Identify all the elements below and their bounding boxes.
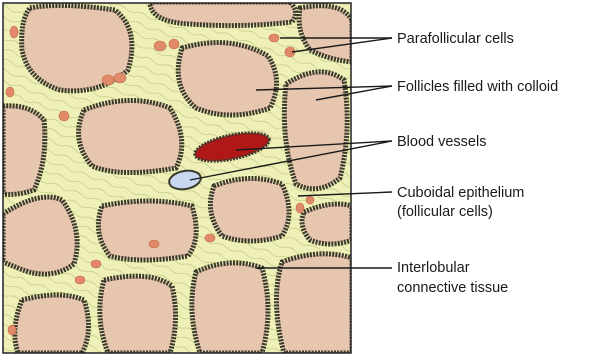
parafollicular-cell bbox=[8, 325, 16, 335]
parafollicular-cell bbox=[75, 276, 85, 284]
parafollicular-cell bbox=[154, 41, 166, 51]
parafollicular-cell bbox=[114, 73, 126, 83]
labels: Parafollicular cells Follicles filled wi… bbox=[397, 31, 558, 296]
follicle bbox=[100, 276, 176, 353]
label-interlobular: Interlobular bbox=[397, 260, 470, 276]
parafollicular-cell bbox=[102, 75, 114, 85]
parafollicular-cell bbox=[169, 39, 179, 49]
follicle bbox=[192, 263, 268, 353]
follicle bbox=[210, 178, 289, 241]
label-follicles: Follicles filled with colloid bbox=[397, 79, 558, 95]
parafollicular-cell bbox=[91, 260, 101, 268]
follicle bbox=[98, 201, 196, 260]
label-connective-tissue: connective tissue bbox=[397, 280, 508, 296]
parafollicular-cell bbox=[269, 34, 279, 42]
follicle bbox=[178, 43, 276, 115]
follicle bbox=[276, 254, 352, 353]
label-cuboidal-epithelium: Cuboidal epithelium bbox=[397, 185, 524, 201]
parafollicular-cell bbox=[306, 196, 314, 204]
parafollicular-cell bbox=[59, 111, 69, 121]
follicle bbox=[150, 2, 296, 26]
parafollicular-cell bbox=[149, 240, 159, 248]
label-parafollicular-cells: Parafollicular cells bbox=[397, 31, 514, 47]
parafollicular-cell bbox=[10, 26, 18, 38]
parafollicular-cell bbox=[6, 87, 14, 97]
follicle bbox=[3, 106, 45, 195]
parafollicular-cell bbox=[205, 234, 215, 242]
follicle bbox=[302, 204, 352, 244]
label-blood-vessels: Blood vessels bbox=[397, 134, 486, 150]
follicle bbox=[15, 295, 89, 353]
follicle bbox=[79, 100, 182, 172]
follicle bbox=[3, 197, 77, 274]
label-follicular-cells: (follicular cells) bbox=[397, 204, 493, 220]
parafollicular-cell bbox=[296, 203, 304, 213]
tissue-section bbox=[3, 2, 352, 353]
